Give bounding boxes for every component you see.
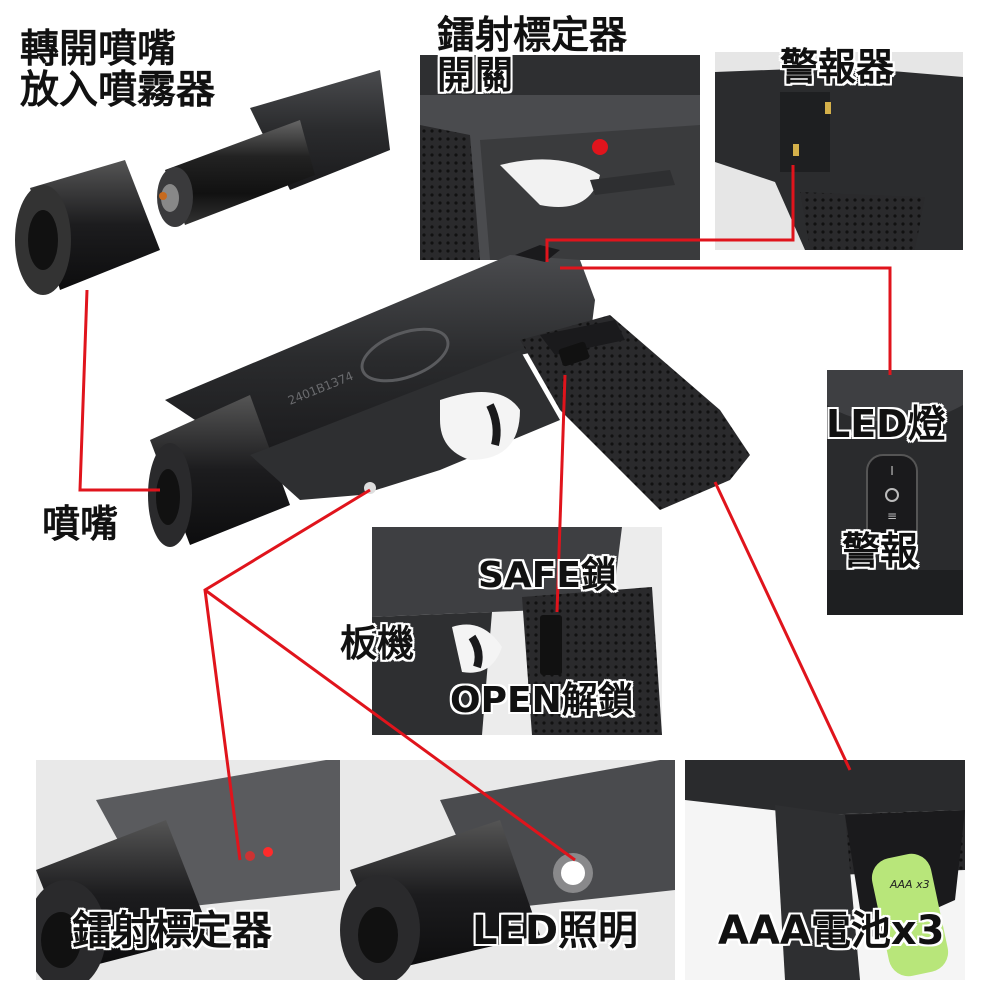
svg-text:≡: ≡ bbox=[887, 509, 897, 523]
label-open-unlock: OPEN解鎖 bbox=[450, 680, 634, 721]
battery-marking: AAA x3 bbox=[889, 878, 930, 891]
led-lighting-photo bbox=[340, 760, 675, 980]
label-led-lighting: LED照明 bbox=[472, 908, 639, 954]
label-aaa-battery: AAA電池x3 bbox=[718, 908, 945, 954]
label-safe-lock: SAFE鎖 bbox=[478, 555, 617, 596]
label-alarm-switch: 警報 bbox=[842, 529, 919, 573]
laser-sight-photo bbox=[36, 760, 341, 980]
battery-compartment-photo: AAA x3 bbox=[685, 760, 965, 980]
label-laser-sight: 鐳射標定器 bbox=[72, 908, 272, 954]
label-laser-switch: 鐳射標定器 開關 bbox=[437, 13, 628, 97]
label-nozzle-twist-line1: 轉開噴嘴 bbox=[20, 27, 177, 72]
trigger-safe-photo bbox=[372, 527, 662, 735]
alarm-photo bbox=[715, 52, 963, 250]
label-laser-switch-line2: 開關 bbox=[437, 52, 514, 97]
label-nozzle: 噴嘴 bbox=[42, 502, 119, 546]
label-trigger: 板機 bbox=[340, 622, 414, 665]
label-laser-switch-line1: 鐳射標定器 bbox=[437, 13, 628, 57]
label-nozzle-twist-line2: 放入噴霧器 bbox=[20, 67, 216, 113]
laser-switch-photo bbox=[420, 55, 700, 260]
label-nozzle-twist: 轉開噴嘴 放入噴霧器 bbox=[20, 27, 216, 113]
svg-text:I: I bbox=[890, 464, 894, 478]
led-alarm-switch-photo: I ≡ bbox=[827, 370, 963, 615]
label-led-light: LED燈 bbox=[826, 402, 946, 446]
label-alarm: 警報器 bbox=[780, 45, 895, 89]
